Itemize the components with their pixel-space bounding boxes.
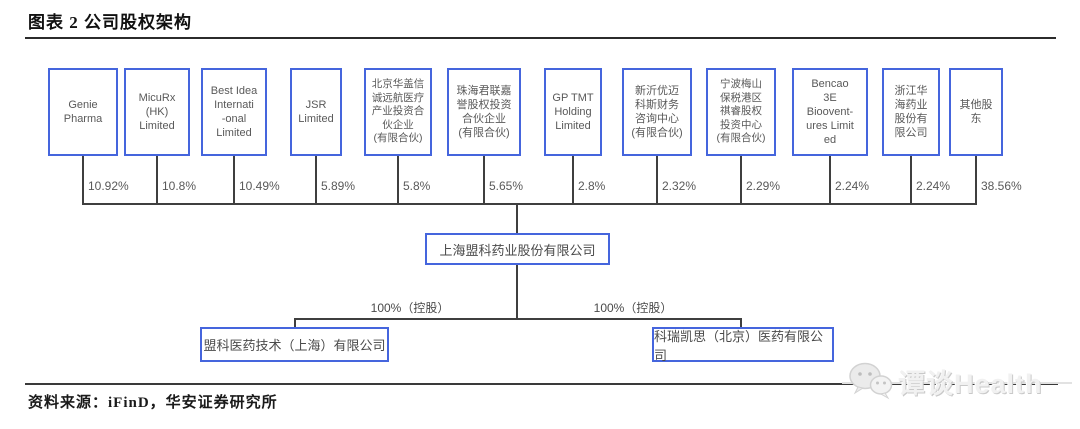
connector-line (975, 156, 977, 204)
ownership-label: 100%（控股） (370, 301, 450, 315)
connector-line (483, 156, 485, 204)
footer-divider (25, 383, 1058, 385)
shareholder-box: 新沂优迈 科斯财务 咨询中心 (有限合伙) (622, 68, 692, 156)
shareholder-box: Best Idea Internati -onal Limited (201, 68, 267, 156)
shareholding-percent: 2.24% (835, 179, 870, 193)
shareholder-box: 其他股 东 (949, 68, 1003, 156)
shareholder-box: MicuRx (HK) Limited (124, 68, 190, 156)
subsidiary-box: 盟科医药技术（上海）有限公司 (200, 327, 389, 362)
shareholder-box: JSR Limited (290, 68, 342, 156)
shareholding-percent: 10.8% (162, 179, 197, 193)
source-note: 资料来源：iFinD，华安证券研究所 (28, 395, 278, 411)
shareholding-percent: 5.89% (321, 179, 356, 193)
shareholding-percent: 2.32% (662, 179, 697, 193)
connector-line (829, 156, 831, 204)
shareholder-box: Bencao 3E Bioovent- ures Limit ed (792, 68, 868, 156)
shareholder-box: Genie Pharma (48, 68, 118, 156)
shareholding-percent: 10.92% (88, 179, 129, 193)
connector-line (910, 156, 912, 204)
connector-line (740, 320, 742, 328)
watermark-line (842, 382, 1072, 384)
shareholder-box: GP TMT Holding Limited (544, 68, 602, 156)
parent-company-box: 上海盟科药业股份有限公司 (425, 233, 610, 265)
connector-line (294, 318, 742, 320)
title-divider (25, 37, 1056, 39)
connector-line (656, 156, 658, 204)
connector-line (82, 156, 84, 204)
shareholding-percent: 2.29% (746, 179, 781, 193)
figure-title: 图表 2 公司股权架构 (28, 13, 192, 32)
shareholding-percent: 2.8% (578, 179, 606, 193)
shareholding-percent: 38.56% (981, 179, 1022, 193)
shareholder-box: 浙江华 海药业 股份有 限公司 (882, 68, 940, 156)
shareholder-box: 宁波梅山 保税港区 祺睿股权 投资中心 (有限合伙) (706, 68, 776, 156)
connector-line (294, 320, 296, 328)
connector-line (233, 156, 235, 204)
connector-line (516, 205, 518, 233)
watermark: 谭谈Health (842, 356, 1072, 404)
shareholding-percent: 10.49% (239, 179, 280, 193)
connector-line (82, 203, 977, 205)
connector-line (516, 265, 518, 318)
connector-line (397, 156, 399, 204)
connector-line (572, 156, 574, 204)
shareholder-box: 珠海君联嘉 誉股权投资 合伙企业 (有限合伙) (447, 68, 521, 156)
shareholding-percent: 5.65% (489, 179, 524, 193)
ownership-label: 100%（控股） (593, 301, 673, 315)
shareholding-percent: 2.24% (916, 179, 951, 193)
shareholder-box: 北京华盖信 诚远航医疗 产业投资合 伙企业 (有限合伙) (364, 68, 432, 156)
watermark-text: 谭谈Health (898, 369, 1043, 399)
shareholding-percent: 5.8% (403, 179, 431, 193)
subsidiary-box: 科瑞凯思（北京）医药有限公司 (652, 327, 834, 363)
connector-line (156, 156, 158, 204)
wechat-icon (848, 362, 894, 405)
connector-line (315, 156, 317, 204)
connector-line (740, 156, 742, 204)
